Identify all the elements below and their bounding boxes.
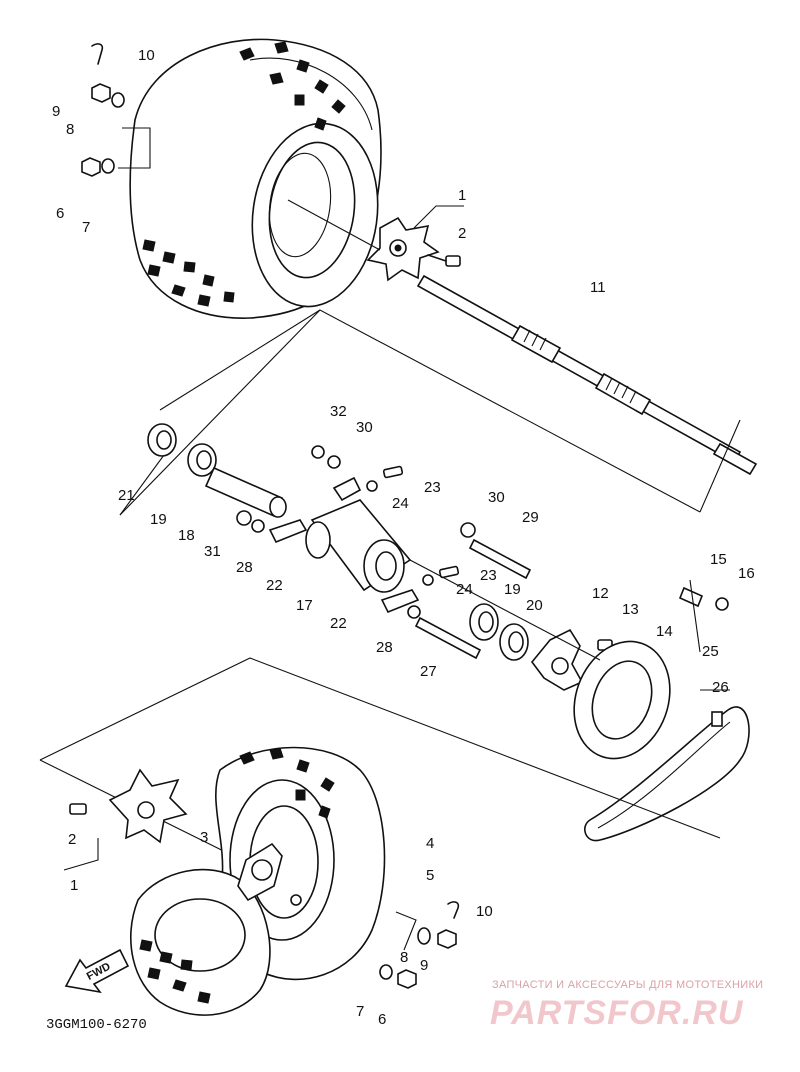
callout-18: 18 xyxy=(178,527,195,544)
top-wheel-tire xyxy=(129,38,382,319)
watermark-tagline: ЗАПЧАСТИ И АКСЕССУАРЫ ДЛЯ МОТОТЕХНИКИ xyxy=(492,979,763,991)
callout-10-bottom: 10 xyxy=(476,903,493,920)
callout-28-a: 28 xyxy=(236,559,253,576)
bottom-wheel xyxy=(39,657,721,1016)
callout-23-a: 23 xyxy=(424,479,441,496)
callout-28-b: 28 xyxy=(376,639,393,656)
callout-9-bottom: 9 xyxy=(420,957,428,974)
callout-22-b: 22 xyxy=(330,615,347,632)
callout-2-top: 2 xyxy=(458,225,466,242)
callout-30-a: 30 xyxy=(356,419,373,436)
callout-20: 20 xyxy=(526,597,543,614)
callout-11: 11 xyxy=(590,279,606,296)
callout-13: 13 xyxy=(622,601,639,618)
callout-5: 5 xyxy=(426,867,434,884)
callout-2-bottom: 2 xyxy=(68,831,76,848)
callout-8-bottom: 8 xyxy=(400,949,408,966)
callout-21: 21 xyxy=(118,487,135,504)
callout-6-top: 6 xyxy=(56,205,64,222)
callout-24-b: 24 xyxy=(456,581,473,598)
callout-1-top: 1 xyxy=(458,187,466,204)
callout-10-top: 10 xyxy=(138,47,155,64)
callout-26: 26 xyxy=(712,679,729,696)
top-wheel-hub xyxy=(366,216,440,282)
callout-4: 4 xyxy=(426,835,434,852)
callout-24-a: 24 xyxy=(392,495,409,512)
callout-30-b: 30 xyxy=(488,489,505,506)
top-hub-bolt xyxy=(427,254,461,267)
callout-29: 29 xyxy=(522,509,539,526)
forward-direction-arrow xyxy=(64,948,130,994)
callout-32: 32 xyxy=(330,403,347,420)
callout-1-bottom: 1 xyxy=(70,877,78,894)
callout-19-b: 19 xyxy=(504,581,521,598)
callout-7-top: 7 xyxy=(82,219,90,236)
callout-22-a: 22 xyxy=(266,577,283,594)
callout-7-bottom: 7 xyxy=(356,1003,364,1020)
watermark-brand: PARTSFOR.RU xyxy=(490,994,744,1032)
rear-axle xyxy=(416,274,758,476)
middle-assembly xyxy=(147,309,750,842)
callout-15: 15 xyxy=(710,551,727,568)
callout-16: 16 xyxy=(738,565,755,582)
callout-25: 25 xyxy=(702,643,719,660)
callout-8-top: 8 xyxy=(66,121,74,138)
callout-3: 3 xyxy=(200,829,208,846)
callout-27: 27 xyxy=(420,663,437,680)
callout-6-bottom: 6 xyxy=(378,1011,386,1028)
top-fasteners xyxy=(81,43,125,177)
callout-31: 31 xyxy=(204,543,221,560)
callout-17: 17 xyxy=(296,597,313,614)
callout-9-top: 9 xyxy=(52,103,60,120)
callout-19-a: 19 xyxy=(150,511,167,528)
diagram-code: 3GGM100-6270 xyxy=(46,1017,147,1033)
callout-14: 14 xyxy=(656,623,673,640)
callout-23-b: 23 xyxy=(480,567,497,584)
callout-12: 12 xyxy=(592,585,609,602)
